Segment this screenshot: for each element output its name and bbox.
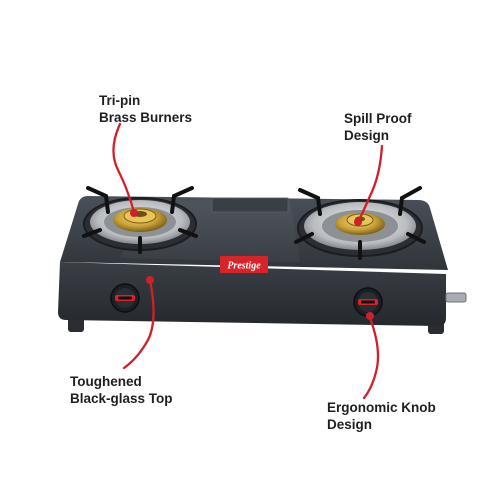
callout-glass-top-line2: Black-glass Top [70,391,173,406]
callout-dot-tri-pin [130,209,138,217]
callout-line-glass-top [122,278,155,370]
callout-spill-proof-design: Spill Proof Design [344,110,412,144]
callout-tri-pin-brass-burners: Tri-pin Brass Burners [99,92,192,126]
right-control-knob [353,287,383,317]
left-control-knob [110,283,140,313]
callout-glass-top-line1: Toughened [70,374,142,389]
callout-dot-knob [366,312,374,320]
callout-spill-proof-line2: Design [344,128,390,143]
callout-dot-glass-top [146,276,154,284]
right-burner-assembly [294,186,426,260]
callout-knob-line2: Design [327,417,373,432]
callout-line-spill-proof [356,144,384,224]
callout-knob-line1: Ergonomic Knob [327,400,436,415]
brand-logo-text: Prestige [227,261,261,272]
callout-tri-pin-line1: Tri-pin [99,93,141,108]
callout-toughened-glass-top: Toughened Black-glass Top [70,373,173,407]
brand-logo-badge: Prestige [220,256,268,273]
gas-inlet-nozzle [445,292,467,303]
callout-tri-pin-line2: Brass Burners [99,110,193,125]
callout-ergonomic-knob-design: Ergonomic Knob Design [327,399,436,433]
callout-dot-spill-proof [354,218,362,226]
spec-plate [211,197,289,213]
callout-spill-proof-line1: Spill Proof [344,111,412,126]
stove-front-body [58,262,446,326]
callout-line-tri-pin [112,122,136,214]
callout-lines [112,122,384,400]
callout-line-knob [362,316,380,400]
